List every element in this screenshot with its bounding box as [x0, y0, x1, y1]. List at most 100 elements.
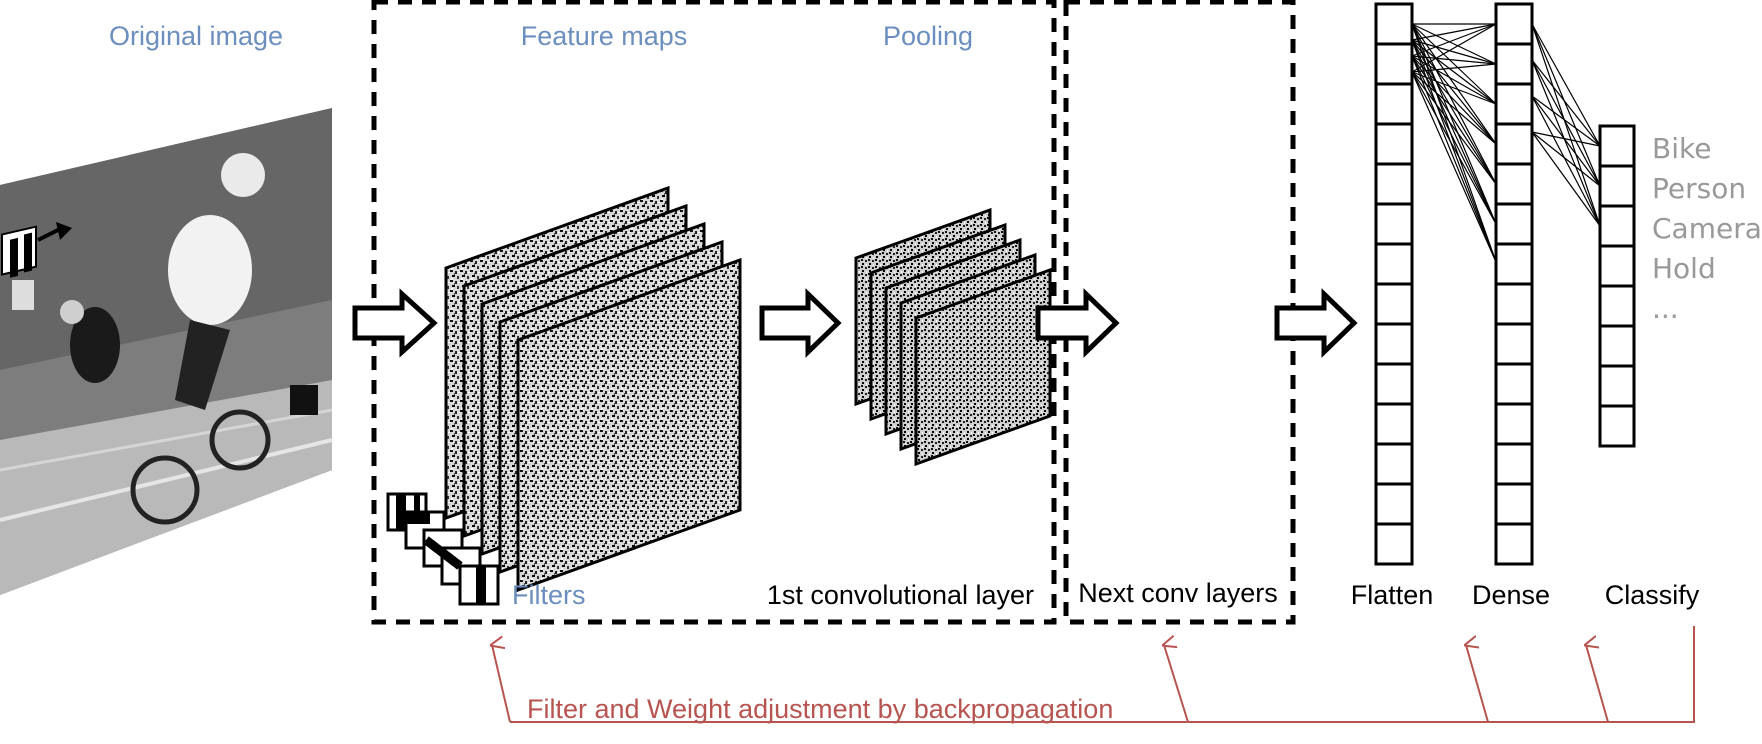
neuron-cell — [1494, 42, 1534, 86]
connection-line — [1411, 23, 1497, 225]
class-labels: BikePersonCameraHold... — [1652, 132, 1762, 325]
neuron-cell — [1494, 282, 1534, 326]
connection-line — [1411, 39, 1497, 185]
classify-layer — [1598, 124, 1636, 448]
neuron-cell — [1374, 2, 1414, 46]
neuron-cell — [1374, 202, 1414, 246]
connection-line — [1411, 63, 1497, 73]
neuron-cell — [1374, 482, 1414, 526]
neuron-cell — [1374, 402, 1414, 446]
neuron-cell — [1374, 362, 1414, 406]
neuron-cell — [1494, 442, 1534, 486]
neuron-cell — [1374, 42, 1414, 86]
neuron-cell — [1374, 82, 1414, 126]
class-label: ... — [1652, 292, 1679, 325]
class-label: Camera — [1652, 212, 1762, 245]
neuron-cell — [1598, 364, 1636, 408]
connection-line — [1531, 131, 1601, 227]
neuron-cell — [1494, 362, 1534, 406]
pooling-map — [914, 267, 1052, 467]
class-label: Bike — [1652, 132, 1711, 165]
flatten-label: Flatten — [1351, 580, 1434, 610]
class-label: Hold — [1652, 252, 1716, 285]
arrow-to-conv — [352, 288, 438, 358]
neuron-cell — [1494, 322, 1534, 366]
arrow-to-next-conv — [1035, 288, 1120, 358]
neuron-cell — [1374, 522, 1414, 566]
neuron-cell — [1374, 442, 1414, 486]
neuron-cell — [1494, 482, 1534, 526]
dense-connections — [1411, 23, 1601, 263]
connection-line — [1411, 71, 1497, 145]
original-image-label: Original image — [109, 21, 283, 51]
feature-map — [516, 257, 742, 593]
connection-line — [1411, 55, 1497, 185]
connection-line — [1531, 59, 1601, 187]
neuron-cell — [1494, 122, 1534, 166]
pooling-label: Pooling — [883, 21, 973, 51]
connection-line — [1531, 95, 1601, 227]
neuron-cell — [1494, 242, 1534, 286]
arrow-to-flatten — [1274, 288, 1358, 358]
backprop-arrow-classify — [1586, 645, 1609, 723]
neuron-cell — [1494, 82, 1534, 126]
classify-label: Classify — [1605, 580, 1700, 610]
dense-label: Dense — [1472, 580, 1550, 610]
neuron-cell — [1598, 324, 1636, 368]
connection-line — [1411, 23, 1497, 65]
neuron-cell — [1374, 282, 1414, 326]
first-conv-layer-label: 1st convolutional layer — [767, 580, 1034, 610]
connection-line — [1411, 23, 1497, 145]
neuron-cell — [1598, 204, 1636, 248]
neuron-cell — [1494, 522, 1534, 566]
connection-line — [1411, 39, 1497, 65]
connection-line — [1411, 55, 1497, 225]
backprop-arrows — [492, 626, 1695, 723]
flatten-layer — [1374, 2, 1414, 566]
pooling-maps-stack — [854, 207, 1052, 467]
image-filter-icon — [1, 222, 72, 278]
feature-maps-label: Feature maps — [521, 21, 688, 51]
backprop-baseline — [510, 626, 1695, 723]
connection-line — [1531, 95, 1601, 187]
connection-line — [1411, 23, 1497, 57]
connection-line — [1411, 71, 1497, 105]
connection-line — [1411, 71, 1497, 185]
neuron-cell — [1598, 124, 1636, 168]
connection-line — [1411, 23, 1497, 41]
original-image — [0, 108, 333, 595]
class-label: Person — [1652, 172, 1746, 205]
backprop-arrow-dense — [1466, 645, 1489, 723]
neuron-cell — [1494, 162, 1534, 206]
next-conv-layers-label: Next conv layers — [1078, 578, 1278, 608]
neuron-cell — [1374, 322, 1414, 366]
dense-layer — [1494, 2, 1534, 566]
neuron-cell — [1494, 202, 1534, 246]
connection-line — [1531, 95, 1601, 147]
connection-line — [1531, 131, 1601, 147]
connection-line — [1411, 23, 1497, 73]
feature-maps-stack — [444, 185, 742, 593]
connection-line — [1531, 59, 1601, 227]
neuron-cell — [1598, 244, 1636, 288]
neuron-cell — [1374, 122, 1414, 166]
backprop-arrow-filters — [492, 645, 511, 723]
filters-label: Filters — [512, 580, 586, 610]
neuron-cell — [1494, 402, 1534, 446]
connection-line — [1411, 39, 1497, 263]
neuron-cell — [1598, 284, 1636, 328]
neuron-cell — [1374, 242, 1414, 286]
connection-line — [1531, 131, 1601, 187]
neuron-cell — [1494, 2, 1534, 46]
backprop-arrow-next-conv — [1164, 645, 1189, 723]
neuron-cell — [1598, 164, 1636, 208]
connection-line — [1411, 71, 1497, 225]
filters-icon — [386, 492, 500, 606]
connection-line — [1531, 23, 1601, 187]
arrow-to-pooling — [759, 288, 842, 358]
neuron-cell — [1598, 404, 1636, 448]
neuron-cell — [1374, 162, 1414, 206]
connection-line — [1531, 23, 1601, 147]
connection-line — [1411, 71, 1497, 263]
